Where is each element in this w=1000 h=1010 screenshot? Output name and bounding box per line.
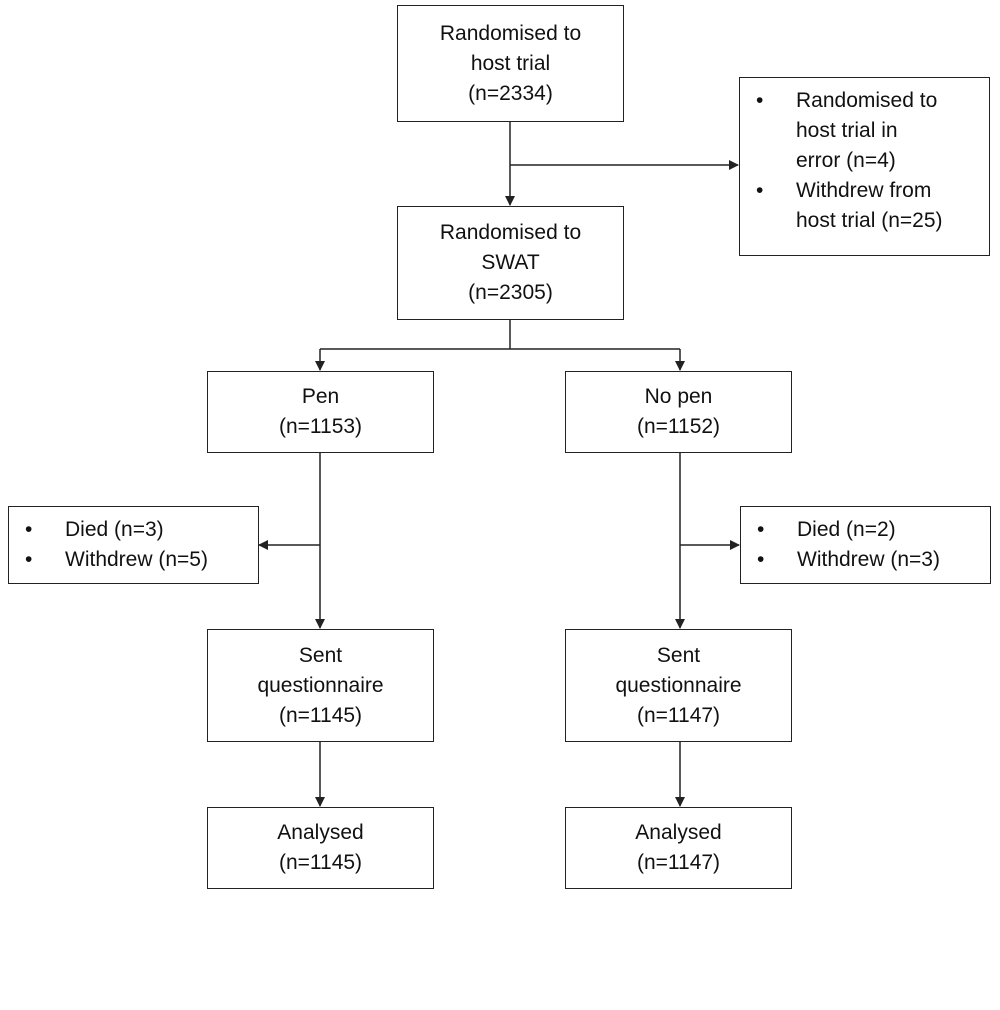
box-text: Analysed [635, 821, 722, 844]
box-no-pen-sent-questionnaire: Sent questionnaire (n=1147) [565, 629, 792, 742]
box-text: (n=1152) [636, 415, 721, 438]
exclusion-list: Randomised to host trial in error (n=4) … [740, 86, 989, 236]
box-text: Randomised to [439, 221, 582, 244]
exclusion-text: host trial (n=25) [796, 209, 943, 232]
box-text: questionnaire [257, 673, 384, 697]
box-text: (n=1145) [278, 851, 363, 874]
exclusion-list: Died (n=2) Withdrew (n=3) [741, 515, 990, 575]
box-text: Pen [301, 385, 340, 408]
box-text: Analysed [277, 821, 364, 844]
box-pen: Pen (n=1153) [207, 371, 434, 453]
exclusion-item: Died (n=3) [9, 515, 258, 545]
exclusion-text: Died (n=2) [797, 518, 896, 541]
box-text: (n=1147) [636, 703, 721, 727]
exclusion-item: Withdrew from host trial (n=25) [740, 176, 989, 236]
box-text: Randomised to [439, 21, 582, 45]
box-host-trial-exclusions: Randomised to host trial in error (n=4) … [739, 77, 990, 256]
exclusion-text: Withdrew (n=5) [65, 548, 208, 571]
box-text: Sent [298, 643, 343, 667]
exclusion-text: Withdrew from [796, 179, 932, 202]
box-text: (n=2305) [468, 281, 553, 304]
box-text: (n=2334) [468, 81, 553, 105]
exclusion-text: error (n=4) [796, 149, 896, 172]
box-text: SWAT [481, 251, 540, 274]
box-pen-exclusions: Died (n=3) Withdrew (n=5) [8, 506, 259, 584]
exclusion-text: Randomised to [796, 89, 938, 112]
box-pen-sent-questionnaire: Sent questionnaire (n=1145) [207, 629, 434, 742]
box-no-pen: No pen (n=1152) [565, 371, 792, 453]
exclusion-list: Died (n=3) Withdrew (n=5) [9, 515, 258, 575]
box-text: No pen [644, 385, 713, 408]
box-text: Sent [656, 643, 701, 667]
exclusion-text: Withdrew (n=3) [797, 548, 940, 571]
box-no-pen-analysed: Analysed (n=1147) [565, 807, 792, 889]
box-pen-analysed: Analysed (n=1145) [207, 807, 434, 889]
exclusion-item: Withdrew (n=5) [9, 545, 258, 575]
exclusion-item: Randomised to host trial in error (n=4) [740, 86, 989, 176]
exclusion-text: Died (n=3) [65, 518, 164, 541]
box-no-pen-exclusions: Died (n=2) Withdrew (n=3) [740, 506, 991, 584]
box-text: (n=1153) [278, 415, 363, 438]
box-text: questionnaire [615, 673, 742, 697]
box-text: host trial [470, 51, 551, 75]
exclusion-item: Died (n=2) [741, 515, 990, 545]
box-text: (n=1147) [636, 851, 721, 874]
box-randomised-swat: Randomised to SWAT (n=2305) [397, 206, 624, 320]
exclusion-text: host trial in [796, 119, 898, 142]
box-randomised-host-trial: Randomised to host trial (n=2334) [397, 5, 624, 122]
box-text: (n=1145) [278, 703, 363, 727]
exclusion-item: Withdrew (n=3) [741, 545, 990, 575]
